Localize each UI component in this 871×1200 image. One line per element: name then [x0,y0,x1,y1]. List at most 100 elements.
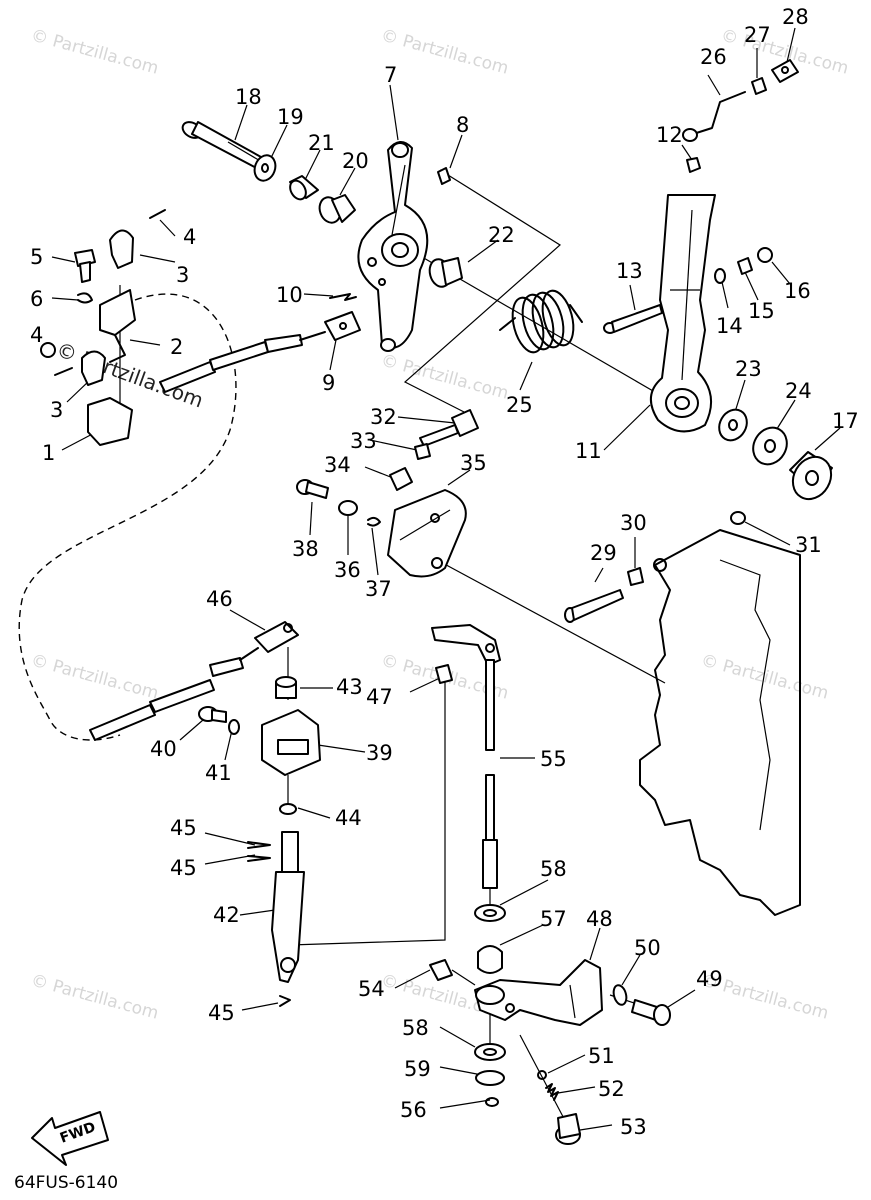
callout-39[interactable]: 39 [366,741,393,765]
callout-38[interactable]: 38 [292,537,319,561]
callout-53[interactable]: 53 [620,1115,647,1139]
joint-28 [771,59,799,83]
callout-27[interactable]: 27 [744,23,771,47]
nut-15 [737,257,753,275]
callout-40[interactable]: 40 [150,737,177,761]
washer-58 [474,904,506,922]
callout-57[interactable]: 57 [540,907,567,931]
callout-31[interactable]: 31 [795,533,822,557]
callout-2[interactable]: 2 [170,335,183,359]
callout-6[interactable]: 6 [30,287,43,311]
callout-36[interactable]: 36 [334,558,361,582]
cap-16 [757,247,773,263]
callout-55[interactable]: 55 [540,747,567,771]
callout-32[interactable]: 32 [370,405,397,429]
callout-26[interactable]: 26 [700,45,727,69]
joint-32 [419,409,479,447]
o-ring-56 [485,1097,499,1107]
callout-11[interactable]: 11 [575,439,602,463]
callout-28[interactable]: 28 [782,5,809,29]
callout-34[interactable]: 34 [324,453,351,477]
watermark: © Partzilla.com [29,971,161,1024]
callout-25[interactable]: 25 [506,393,533,417]
clip-45 [279,995,291,1007]
diagram-code: 64FUS-6140 [14,1173,118,1193]
cable-joint-46 [254,621,299,653]
callout-52[interactable]: 52 [598,1077,625,1101]
callout-18[interactable]: 18 [235,85,262,109]
throttle-cable-lower [89,647,259,741]
callout-33[interactable]: 33 [350,429,377,453]
callout-23[interactable]: 23 [735,357,762,381]
callout-49[interactable]: 49 [696,967,723,991]
callout-14[interactable]: 14 [716,314,743,338]
callout-21[interactable]: 21 [308,131,335,155]
callout-47[interactable]: 47 [366,685,393,709]
callout-17[interactable]: 17 [832,409,859,433]
callout-10[interactable]: 10 [276,283,303,307]
clip-45 [247,855,271,862]
collar-43 [275,676,297,699]
callout-5[interactable]: 5 [30,245,43,269]
callout-48[interactable]: 48 [586,907,613,931]
callout-41[interactable]: 41 [205,761,232,785]
callout-45[interactable]: 45 [170,816,197,840]
rod-26 [682,91,746,142]
callout-7[interactable]: 7 [384,63,397,87]
spacer-14 [714,268,726,284]
screw-8 [437,167,451,185]
cable-joint-9 [324,311,361,341]
callout-20[interactable]: 20 [342,149,369,173]
washer-23 [718,408,748,442]
bushing-20 [318,194,356,224]
callout-59[interactable]: 59 [404,1057,431,1081]
callout-1[interactable]: 1 [42,441,55,465]
bolt-40 [198,706,227,723]
callout-3[interactable]: 3 [50,398,63,422]
callout-19[interactable]: 19 [277,105,304,129]
callout-24[interactable]: 24 [785,379,812,403]
callout-4[interactable]: 4 [30,323,43,347]
collar-17 [789,451,833,501]
plate-35 [387,489,467,578]
washer-24 [752,426,788,466]
callout-22[interactable]: 22 [488,223,515,247]
carburetor-body [639,529,801,916]
callout-56[interactable]: 56 [400,1098,427,1122]
callout-35[interactable]: 35 [460,451,487,475]
callout-4[interactable]: 4 [183,225,196,249]
washer-41 [228,719,240,735]
callout-58[interactable]: 58 [540,857,567,881]
spring-52 [545,1083,559,1101]
callout-30[interactable]: 30 [620,511,647,535]
callout-43[interactable]: 43 [336,675,363,699]
callout-45[interactable]: 45 [208,1001,235,1025]
callout-13[interactable]: 13 [616,259,643,283]
spring-25 [499,289,583,354]
bolt-13 [603,304,663,334]
bolt-5 [74,249,96,283]
callout-16[interactable]: 16 [784,279,811,303]
callout-8[interactable]: 8 [456,113,469,137]
throttle-arm-7 [357,141,429,352]
clamp-1 [87,397,133,446]
callout-45[interactable]: 45 [170,856,197,880]
callout-51[interactable]: 51 [588,1044,615,1068]
washer-58 [474,1043,506,1061]
callout-58[interactable]: 58 [402,1016,429,1040]
callout-29[interactable]: 29 [590,541,617,565]
callout-9[interactable]: 9 [322,371,335,395]
callout-12[interactable]: 12 [656,123,683,147]
callout-37[interactable]: 37 [365,577,392,601]
callout-15[interactable]: 15 [748,299,775,323]
callout-54[interactable]: 54 [358,977,385,1001]
nut-33 [414,443,431,460]
callout-50[interactable]: 50 [634,936,661,960]
callout-44[interactable]: 44 [335,806,362,830]
callout-42[interactable]: 42 [213,903,240,927]
callout-46[interactable]: 46 [206,587,233,611]
callout-3[interactable]: 3 [176,263,189,287]
watermark: © Partzilla.com [29,651,161,704]
throttle-lever-11 [650,194,716,433]
nut-27 [751,77,767,95]
